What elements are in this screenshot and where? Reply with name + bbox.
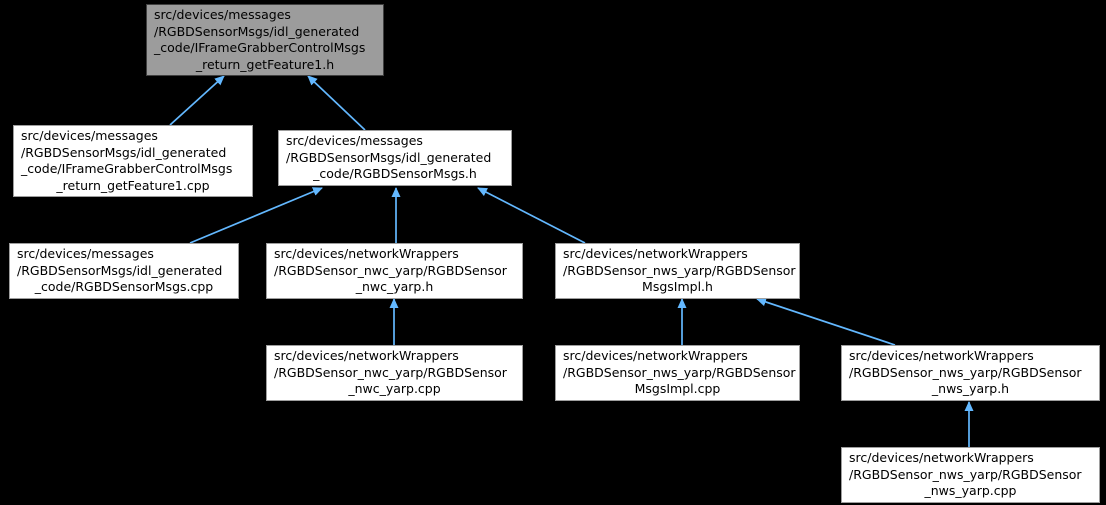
node-label-line: MsgsImpl.cpp	[634, 381, 721, 396]
node-label-line: src/devices/messages	[154, 7, 291, 22]
node-label-line: src/devices/networkWrappers	[274, 348, 459, 363]
node-label-line: _return_getFeature1.cpp	[56, 177, 210, 193]
node-label-line: /RGBDSensorMsgs/idl_generated	[154, 23, 360, 39]
graph-node-msgsimpl-h[interactable]: src/devices/networkWrappers/RGBDSensor_n…	[555, 243, 800, 299]
node-label-line: src/devices/networkWrappers	[563, 246, 748, 261]
graph-node-nws-yarp-h[interactable]: src/devices/networkWrappers/RGBDSensor_n…	[841, 345, 1100, 401]
node-label-line: /RGBDSensor_nwc_yarp/RGBDSensor	[274, 262, 507, 278]
include-edge-nws_yarp_h-to-msgsimpl_h	[756, 297, 896, 346]
include-edge-rgbdsensormsgs_h-to-feature1_h	[307, 75, 366, 131]
include-edge-feature1_cpp-to-feature1_h	[169, 75, 225, 126]
graph-node-feature1-h: src/devices/messages/RGBDSensorMsgs/idl_…	[146, 4, 384, 76]
node-label-line: /RGBDSensor_nws_yarp/RGBDSensor	[563, 364, 796, 380]
graph-node-rgbdsensormsgs-cpp[interactable]: src/devices/messages/RGBDSensorMsgs/idl_…	[9, 243, 239, 299]
node-label-line: /RGBDSensor_nws_yarp/RGBDSensor	[849, 364, 1082, 380]
node-label-line: /RGBDSensor_nws_yarp/RGBDSensor	[563, 262, 796, 278]
graph-node-nwc-yarp-cpp[interactable]: src/devices/networkWrappers/RGBDSensor_n…	[266, 345, 523, 401]
node-label-line: /RGBDSensorMsgs/idl_generated	[21, 144, 227, 160]
include-edge-msgsimpl_h-to-rgbdsensormsgs_h	[477, 187, 586, 244]
node-label-line: _code/IFrameGrabberControlMsgs	[154, 40, 366, 55]
node-label-line: src/devices/networkWrappers	[563, 348, 748, 363]
node-label-line: _code/RGBDSensorMsgs.h	[313, 166, 477, 181]
node-label-line: _nwc_yarp.cpp	[348, 381, 441, 396]
node-label-line: /RGBDSensorMsgs/idl_generated	[286, 149, 492, 165]
node-label-line: src/devices/networkWrappers	[849, 348, 1034, 363]
node-label-line: _code/RGBDSensorMsgs.cpp	[34, 279, 214, 294]
node-label-line: _return_getFeature1.h	[195, 56, 335, 72]
node-label-line: src/devices/networkWrappers	[849, 450, 1034, 465]
graph-node-nws-yarp-cpp[interactable]: src/devices/networkWrappers/RGBDSensor_n…	[841, 447, 1100, 503]
graph-node-nwc-yarp-h[interactable]: src/devices/networkWrappers/RGBDSensor_n…	[266, 243, 523, 299]
node-label-line: _nws_yarp.cpp	[924, 483, 1017, 498]
include-edge-rgbdsensormsgs_cpp-to-rgbdsensormsgs_h	[189, 187, 323, 244]
node-label-line: /RGBDSensorMsgs/idl_generated	[17, 262, 223, 278]
node-label-line: MsgsImpl.h	[642, 279, 713, 294]
node-label-line: /RGBDSensor_nws_yarp/RGBDSensor	[849, 466, 1082, 482]
node-label-line: _nwc_yarp.h	[355, 279, 434, 294]
node-label-line: src/devices/networkWrappers	[274, 246, 459, 261]
node-label-line: src/devices/messages	[286, 133, 423, 148]
node-label-line: _code/IFrameGrabberControlMsgs	[21, 161, 233, 176]
graph-node-msgsimpl-cpp[interactable]: src/devices/networkWrappers/RGBDSensor_n…	[555, 345, 800, 401]
node-label-line: src/devices/messages	[17, 246, 154, 261]
node-label-line: _nws_yarp.h	[931, 381, 1010, 396]
node-label-line: src/devices/messages	[21, 128, 158, 143]
graph-node-feature1-cpp[interactable]: src/devices/messages/RGBDSensorMsgs/idl_…	[13, 125, 253, 197]
graph-node-rgbdsensormsgs-h[interactable]: src/devices/messages/RGBDSensorMsgs/idl_…	[278, 130, 512, 186]
node-label-line: /RGBDSensor_nwc_yarp/RGBDSensor	[274, 364, 507, 380]
